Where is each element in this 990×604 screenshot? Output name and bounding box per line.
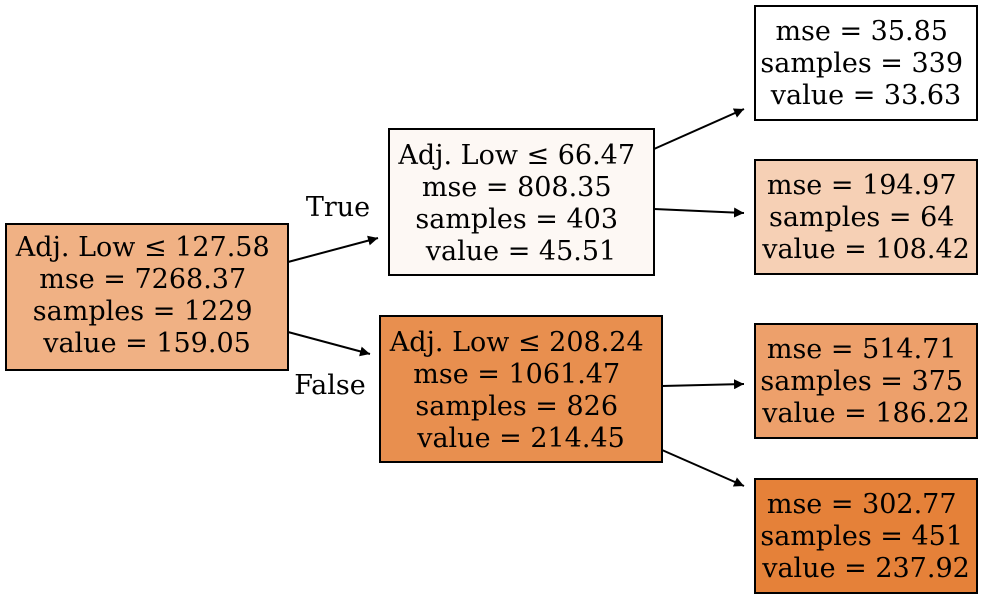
leaf-node-4-value: value = 237.92 xyxy=(761,553,970,584)
node-n1-mse: mse = 808.35 xyxy=(422,172,612,203)
node-n2-samples: samples = 826 xyxy=(415,391,618,422)
node-n1-samples: samples = 403 xyxy=(415,204,618,235)
node-n2-mse: mse = 1061.47 xyxy=(413,359,620,390)
leaf-node-4: mse = 302.77 samples = 451 value = 237.9… xyxy=(754,478,978,594)
leaf-node-4-text: mse = 302.77 samples = 451 value = 237.9… xyxy=(760,489,971,584)
node-root-box xyxy=(5,223,289,371)
leaf-node-3-text: mse = 514.71 samples = 375 value = 186.2… xyxy=(760,334,971,429)
leaf-node-1-samples: samples = 339 xyxy=(760,48,963,79)
leaf-node-2: mse = 194.97 samples = 64 value = 108.42 xyxy=(754,159,978,275)
edge-n2-to-leaf4 xyxy=(661,449,745,487)
leaf-node-1-box xyxy=(754,5,978,121)
leaf-node-4-box xyxy=(754,478,978,594)
leaf-node-2-text: mse = 194.97 samples = 64 value = 108.42 xyxy=(761,170,970,265)
node-root-text: Adj. Low ≤ 127.58 mse = 7268.37 samples … xyxy=(15,232,278,359)
leaf-node-3-samples: samples = 375 xyxy=(760,366,963,397)
node-n2-box xyxy=(379,315,663,463)
true-edge-label: True xyxy=(306,192,370,223)
leaf-node-1-value: value = 33.63 xyxy=(770,80,961,111)
leaf-node-3: mse = 514.71 samples = 375 value = 186.2… xyxy=(754,323,978,439)
leaf-node-4-samples: samples = 451 xyxy=(760,521,963,552)
leaf-node-2-samples: samples = 64 xyxy=(769,202,954,233)
node-n1-box xyxy=(388,128,655,276)
edge-root-to-n1 xyxy=(287,235,379,263)
edge-n1-to-leaf1 xyxy=(653,108,745,150)
leaf-node-3-mse: mse = 514.71 xyxy=(767,334,957,365)
node-n2-text: Adj. Low ≤ 208.24 mse = 1061.47 samples … xyxy=(389,327,652,454)
node-root-value: value = 159.05 xyxy=(42,328,251,359)
edge-n2-to-leaf3 xyxy=(661,379,745,390)
node-n2: Adj. Low ≤ 208.24 mse = 1061.47 samples … xyxy=(379,315,663,463)
node-n2-value: value = 214.45 xyxy=(416,423,625,454)
node-n1-value: value = 45.51 xyxy=(425,236,616,267)
leaf-node-1-text: mse = 35.85 samples = 339 value = 33.63 xyxy=(760,16,971,111)
node-n2-split: Adj. Low ≤ 208.24 xyxy=(389,327,644,358)
node-root-mse: mse = 7268.37 xyxy=(39,264,246,295)
edge-n1-to-leaf2 xyxy=(653,207,745,218)
node-n1-split: Adj. Low ≤ 66.47 xyxy=(397,140,635,171)
node-root-split: Adj. Low ≤ 127.58 xyxy=(15,232,270,263)
edge-root-to-n2 xyxy=(287,331,371,357)
leaf-node-2-value: value = 108.42 xyxy=(761,234,970,265)
leaf-node-3-value: value = 186.22 xyxy=(761,398,970,429)
node-root: Adj. Low ≤ 127.58 mse = 7268.37 samples … xyxy=(5,223,289,371)
node-n1: Adj. Low ≤ 66.47 mse = 808.35 samples = … xyxy=(388,128,655,276)
leaf-node-1-mse: mse = 35.85 xyxy=(775,16,948,47)
node-root-samples: samples = 1229 xyxy=(33,296,253,327)
false-edge-label: False xyxy=(294,370,365,401)
node-n1-text: Adj. Low ≤ 66.47 mse = 808.35 samples = … xyxy=(397,140,643,267)
leaf-node-2-mse: mse = 194.97 xyxy=(767,170,957,201)
leaf-node-2-box xyxy=(754,159,978,275)
leaf-node-3-box xyxy=(754,323,978,439)
leaf-node-4-mse: mse = 302.77 xyxy=(767,489,957,520)
leaf-node-1: mse = 35.85 samples = 339 value = 33.63 xyxy=(754,5,978,121)
